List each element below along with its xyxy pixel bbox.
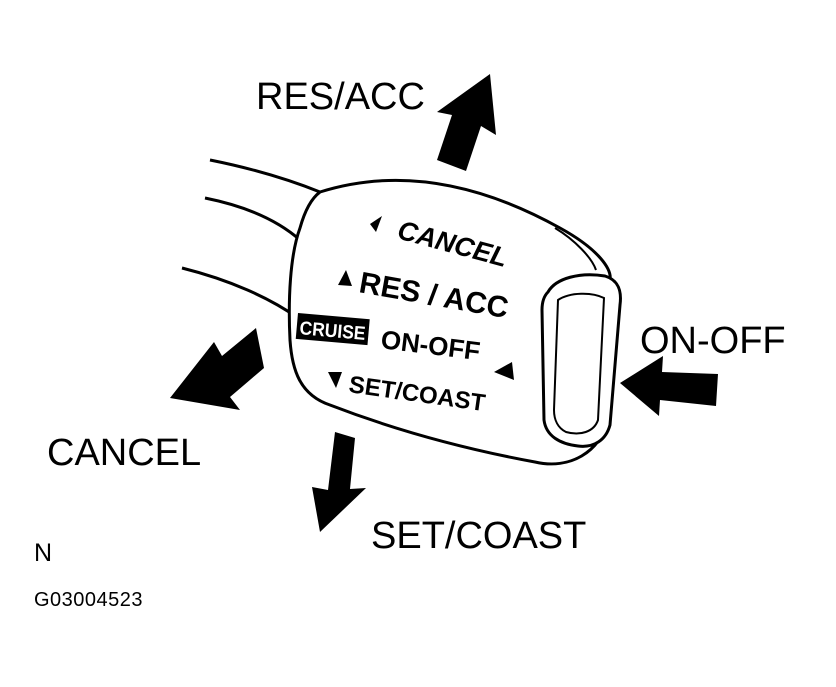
lever-knob-body: [287, 178, 612, 466]
on-off-end-button: [540, 273, 622, 448]
figure-code: G03004523: [34, 589, 144, 611]
lever-knob-edge: [554, 227, 597, 271]
arrow-down-left-icon: [170, 328, 264, 410]
res-acc-triangle-icon: [338, 270, 352, 286]
on-off-callout: ON-OFF: [640, 320, 786, 362]
arrow-left-icon: [620, 356, 718, 416]
cruise-badge: [295, 312, 370, 346]
arrow-down-icon: [312, 432, 366, 532]
on-off-triangle-icon: [494, 362, 514, 380]
cancel-triangle-icon: [370, 216, 382, 232]
set-coast-callout: SET/COAST: [371, 515, 587, 557]
cancel-callout: CANCEL: [47, 432, 202, 474]
res-acc-callout: RES/ACC: [256, 76, 425, 118]
set-coast-triangle-icon: [328, 372, 342, 388]
figure-note: N: [34, 539, 53, 567]
arrow-up-icon: [437, 74, 496, 171]
